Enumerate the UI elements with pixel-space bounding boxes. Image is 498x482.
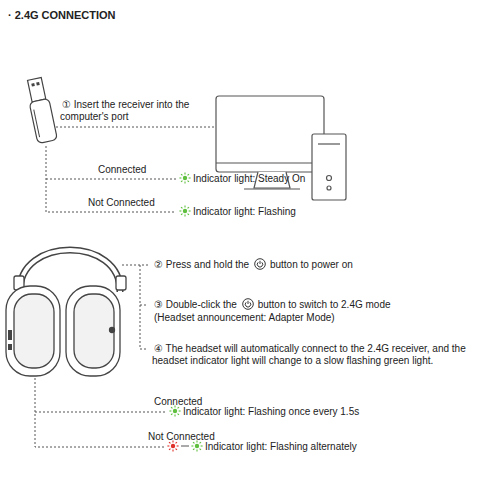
indicator-light-icon — [169, 405, 181, 417]
instruction-text: Indicator light: Steady On — [193, 173, 305, 184]
power-button-icon — [242, 298, 254, 310]
instruction-text: Not Connected — [88, 197, 155, 208]
label-row: ① Insert the receiver into the computer'… — [60, 99, 210, 123]
instruction-text: ② Press and hold the — [154, 259, 249, 270]
indicator-light-icon — [179, 205, 191, 217]
separator-dash — [179, 440, 191, 452]
headset — [6, 250, 126, 376]
computer — [216, 96, 346, 200]
label-row: Indicator light: Steady On — [179, 173, 305, 185]
title: · 2.4G CONNECTION — [8, 9, 116, 22]
leader-lines — [35, 127, 214, 447]
instruction-text: ① Insert the receiver into the computer'… — [60, 99, 189, 122]
instruction-text: ④ The headset will automatically connect… — [152, 343, 466, 366]
instruction-text: Connected — [98, 164, 146, 175]
instruction-text: Not Connected — [148, 431, 215, 442]
label-row: Indicator light: Flashing alternately — [167, 441, 357, 453]
label-row: Indicator light: Flashing — [179, 206, 296, 218]
label-row: Not Connected — [86, 197, 155, 209]
instruction-text: Indicator light: Flashing alternately — [205, 441, 357, 452]
indicator-light-icon — [167, 440, 179, 452]
label-row: Not Connected — [146, 431, 215, 443]
label-row: Indicator light: Flashing once every 1.5… — [169, 406, 359, 418]
label-row: ④ The headset will automatically connect… — [152, 343, 488, 367]
instruction-text: Indicator light: Flashing once every 1.5… — [183, 406, 359, 417]
indicator-light-icon — [179, 172, 191, 184]
indicator-light-icon — [191, 440, 203, 452]
instruction-text: button to power on — [270, 259, 353, 270]
label-row: ③ Double-click the button to switch to 2… — [152, 299, 391, 311]
instruction-text: Indicator light: Flashing — [193, 206, 296, 217]
space — [237, 299, 240, 310]
instruction-text: ③ Double-click the — [154, 299, 237, 310]
power-button-icon — [254, 258, 266, 270]
usb-receiver — [25, 77, 58, 144]
instruction-text: Connected — [154, 396, 202, 407]
label-row: ② Press and hold the button to power on — [152, 259, 353, 271]
instruction-text: (Headset announcement: Adapter Mode) — [154, 312, 335, 323]
instruction-text: button to switch to 2.4G mode — [258, 299, 391, 310]
space — [249, 259, 252, 270]
label-row: Connected — [96, 164, 146, 176]
label-row: (Headset announcement: Adapter Mode) — [152, 312, 335, 324]
